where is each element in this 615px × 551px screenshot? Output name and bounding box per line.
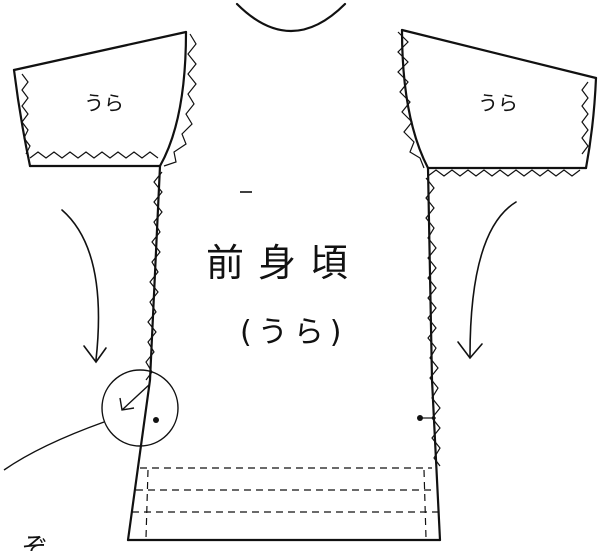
- left-marker-dot: [153, 417, 159, 423]
- marker-dots: [153, 415, 423, 423]
- right-side-seam: [426, 166, 442, 542]
- left-shoulder-line: [12, 30, 188, 72]
- left-armhole-seam: [158, 30, 188, 168]
- left-cuff-zigzag: [21, 73, 31, 155]
- right-side-zigzag: [425, 177, 441, 467]
- callout-leader-line: [3, 421, 105, 471]
- right-armhole-seam: [400, 28, 430, 170]
- overlock-stitching: [21, 31, 589, 467]
- detail-arrow: [121, 383, 151, 411]
- left-sleeve-label: うら: [84, 91, 124, 115]
- right-sleeve-cuff: [584, 76, 598, 170]
- left-armhole-zigzag: [163, 33, 197, 167]
- left-fold-arrow: [61, 209, 100, 361]
- right-fold-arrowhead: [457, 341, 483, 360]
- right-shoulder-line: [400, 28, 598, 80]
- detail-callout: [3, 369, 179, 471]
- hem-fold-lines: [132, 467, 438, 539]
- body-title-label: 前身頃: [206, 241, 362, 285]
- right-armhole-zigzag: [397, 31, 425, 169]
- left-fold-arrowhead: [83, 345, 107, 364]
- cropped-text-fragment: ぞ: [22, 533, 48, 551]
- left-side-seam: [126, 164, 162, 542]
- neckline: [235, 2, 347, 33]
- right-sleeve-zigzag: [427, 169, 581, 177]
- right-cuff-zigzag: [581, 81, 589, 155]
- left-side-zigzag: [145, 171, 163, 381]
- hem-side-dash-right: [423, 469, 427, 539]
- detail-arrowhead: [119, 397, 135, 411]
- fold-arrows: [61, 201, 517, 364]
- hem-side-dash-left: [145, 469, 149, 539]
- right-fold-arrow: [469, 201, 517, 357]
- body-subtitle-label: (うら): [240, 315, 347, 350]
- detail-circle: [101, 369, 179, 447]
- left-sleeve-cuff: [12, 68, 32, 168]
- right-sleeve-label: うら: [478, 91, 518, 115]
- left-sleeve-zigzag: [29, 151, 159, 159]
